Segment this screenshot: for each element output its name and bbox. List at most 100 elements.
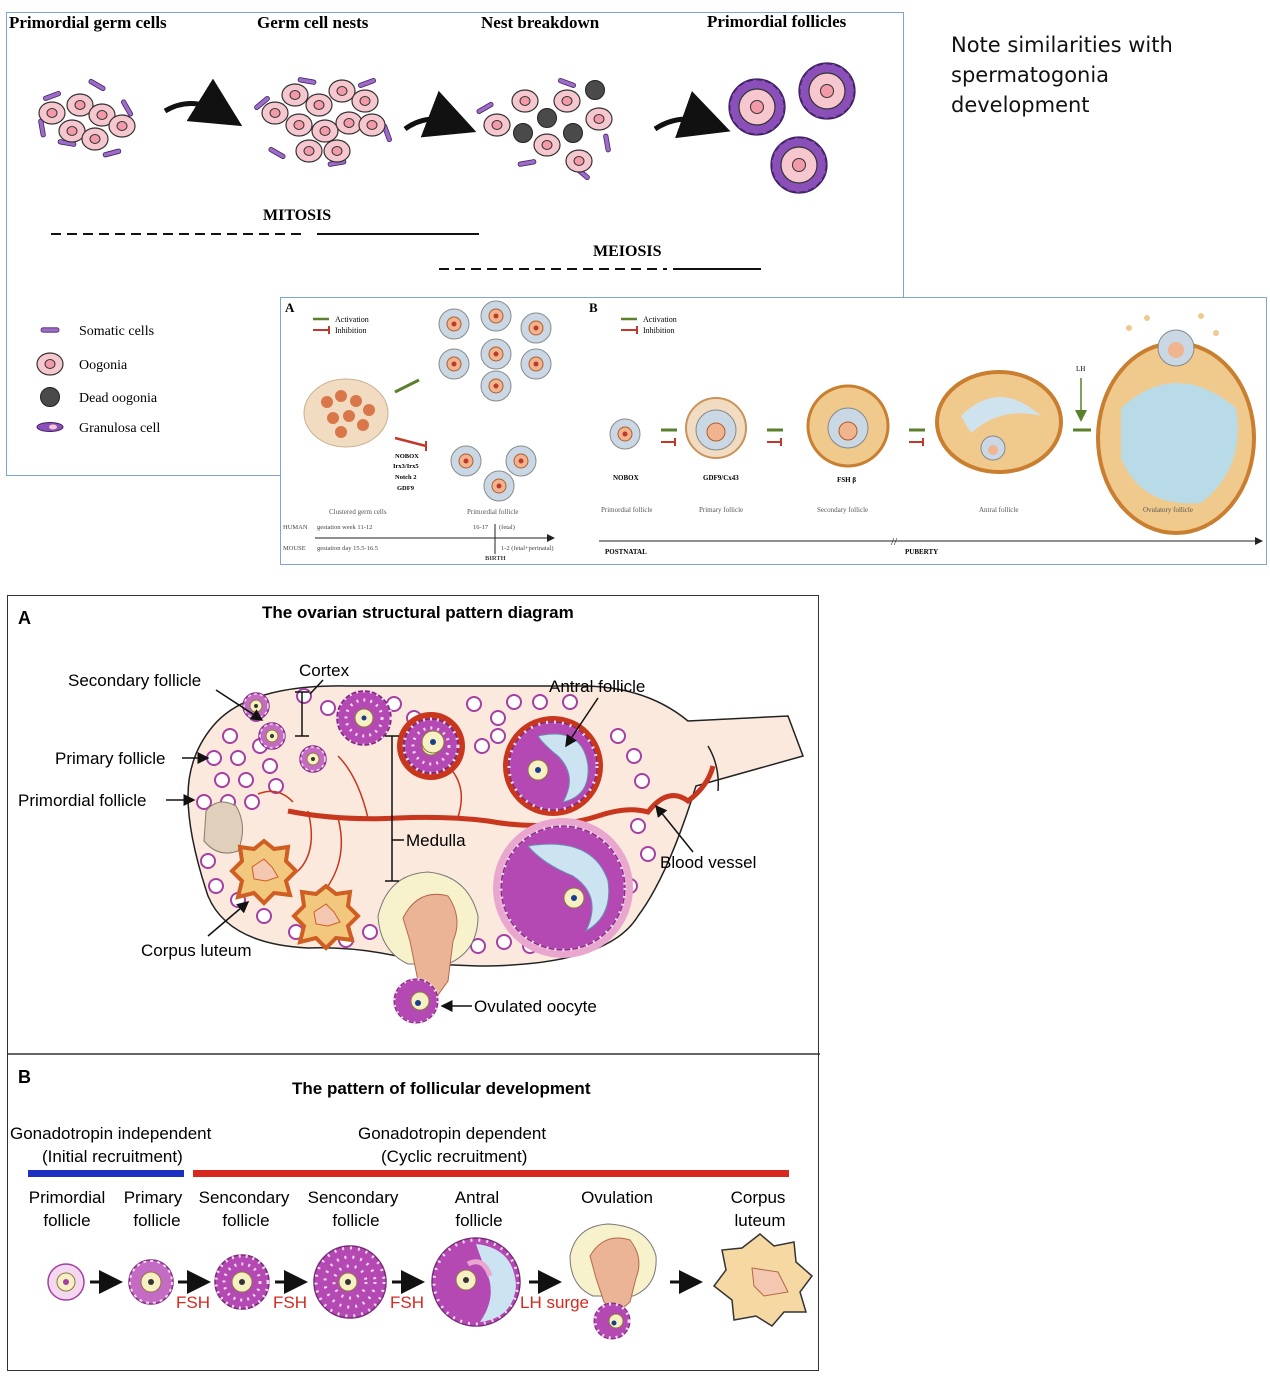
stage-6-line-1: Ovulation [581,1188,653,1207]
cyclic-recruitment-label: (Cyclic recruitment) [381,1147,527,1166]
stage-2-line-1: Primary [124,1188,183,1207]
stage-primordial-germ-cells: Primordial germ cells [9,13,167,32]
seq-ovulation [569,1223,657,1340]
human-label: HUMAN [283,524,308,531]
panel-b-label: B [18,1067,31,1087]
primordial-follicle-a-label: Primordial follicle [467,508,519,516]
mouse-gestation: gestation day 15.5-16.5 [317,545,378,552]
hormone-3: FSH [390,1293,424,1312]
hormone-1: FSH [176,1293,210,1312]
mouse-label: MOUSE [283,545,306,552]
preovulatory-follicle [493,818,633,958]
ovary-diagram: A The ovarian structural pattern diagram [8,603,820,1340]
seq-secondary-2 [313,1245,387,1319]
gene-b-3: FSH β [837,476,856,484]
puberty-label: PUBERTY [905,548,938,556]
primordial-follicle-label: Primordial follicle [18,791,146,810]
stage-b-label-4: Antral follicle [979,506,1018,514]
postnatal-label: POSTNATAL [605,548,647,556]
seq-primary [128,1259,174,1305]
human-value: 16-17 [473,524,489,531]
cortex-label: Cortex [299,661,350,680]
seq-primordial [47,1263,85,1301]
note-line-3: development [951,93,1090,117]
activated-follicles [438,300,552,402]
ovulated-oocyte-label: Ovulated oocyte [474,997,597,1016]
corpus-luteum-1 [230,839,298,905]
hormone-4: LH surge [520,1293,589,1312]
gene-b-2: GDF9/Cx43 [703,474,739,482]
activation-inhibition-arrows [661,428,1091,446]
stage-b-label-1: Primordial follicle [601,506,653,514]
corpus-luteum-2 [292,884,360,950]
regulation-panel: A Activation Inhibition NOBOX Irx3/Irx5 … [280,297,1267,565]
antral-follicle [503,716,603,816]
inhibition-label-b: Inhibition [643,326,675,335]
svg-text://: // [891,536,898,548]
stage-7-line-1: Corpus [731,1188,786,1207]
gonadotropin-independent-label: Gonadotropin independent [10,1124,212,1143]
gene-a-1: NOBOX [395,453,419,460]
inhibition-label-a: Inhibition [335,326,367,335]
ovulating-follicle [377,871,479,1025]
stage-3-line-2: follicle [222,1211,269,1230]
stage-7-line-2: luteum [734,1211,785,1230]
note-line-1: Note similarities with [951,33,1173,57]
birth-label: BIRTH [485,555,506,562]
lh-label: LH [1076,365,1085,373]
panel-a-label: A [18,608,31,628]
arrow-3 [653,91,731,139]
ovary-diagram-title: The ovarian structural pattern diagram [262,603,574,622]
human-fetal: (fetal) [499,524,515,531]
human-gestation: gestation week 11-12 [317,524,372,531]
dependent-bar [193,1170,789,1177]
meiosis-label: MEIOSIS [593,243,662,260]
clustered-germ-cells-cluster [303,378,389,448]
blood-vessel-label: Blood vessel [660,853,756,872]
arrow-1 [163,78,243,127]
activation-label-a: Activation [335,315,369,324]
note: Note similarities with spermatogonia dev… [951,30,1173,120]
stage-ovulatory-b [1096,313,1256,535]
stage-antral-b [935,370,1063,474]
legend: Somatic cells Oogonia Dead oogonia Granu… [36,324,160,436]
arrow-2 [403,90,477,138]
legend-oogonia: Oogonia [79,358,128,373]
primary-follicle-label: Primary follicle [55,749,166,768]
stage-5-line-1: Antral [455,1188,499,1207]
seq-corpus-luteum [712,1233,814,1327]
gene-a-4: GDF9 [397,485,415,492]
germ-cell-nest [253,76,393,168]
legend-somatic-cells: Somatic cells [79,324,154,339]
stage-primordial-b [609,418,641,450]
gene-a-3: Notch 2 [395,474,416,481]
stage-primordial-follicles: Primordial follicles [707,13,847,31]
stage-4-line-1: Sencondary [308,1188,399,1207]
stage-3-line-1: Sencondary [199,1188,290,1207]
seq-secondary-1 [214,1254,270,1310]
stage-2-line-2: follicle [133,1211,180,1230]
primordial-follicles-a [450,445,537,502]
legend-dead-oogonia: Dead oogonia [79,391,158,406]
panel-b-label: B [589,300,598,315]
clustered-germ-cells-label: Clustered germ cells [329,508,387,516]
secondary-follicle-label: Secondary follicle [68,671,201,690]
large-follicle-top [397,712,465,780]
note-line-2: spermatogonia [951,63,1110,87]
corpus-luteum-label: Corpus luteum [141,941,252,960]
seq-antral [431,1237,521,1327]
germ-cell-diagram: Primordial germ cells Germ cell nests Ne… [9,12,856,436]
stage-primary-b [685,397,747,459]
stage-5-line-2: follicle [455,1211,502,1230]
germ-cell-cluster [37,78,136,158]
legend-granulosa-cell: Granulosa cell [79,421,160,436]
independent-bar [28,1170,184,1177]
stage-nest-breakdown: Nest breakdown [481,13,600,32]
mitosis-label: MITOSIS [263,207,331,224]
antral-follicle-label: Antral follicle [549,677,645,696]
activation-label-b: Activation [643,315,677,324]
stage-b-label-5: Ovulatory follicle [1143,506,1193,514]
nest-breakdown-cluster [475,77,613,181]
hormone-2: FSH [273,1293,307,1312]
development-sequence: FSH FSH FSH [47,1223,814,1340]
